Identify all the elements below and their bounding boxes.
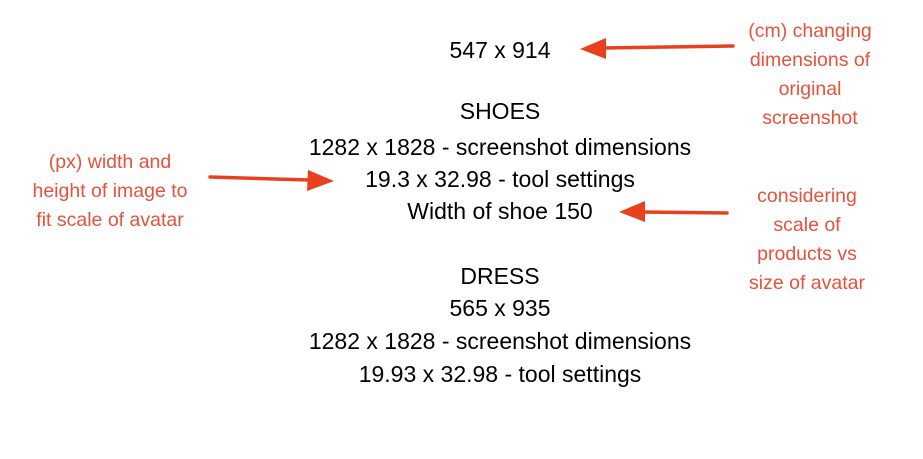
dress-heading: DRESS [460,263,540,289]
annotation-line: screenshot [762,107,858,129]
annotation-product-scale: considering scale of products vs size of… [712,182,902,298]
annotation-line: dimensions of [749,49,871,71]
annotation-line: fit scale of avatar [36,209,184,231]
annotation-line: (px) width and [48,151,172,173]
shoes-heading: SHOES [459,98,541,124]
shoes-tool-settings: 19.3 x 32.98 - tool settings [365,166,635,192]
shoes-screenshot-dimensions: 1282 x 1828 - screenshot dimensions [308,134,692,160]
arrow-to-shoe-width [619,201,729,222]
annotation-line: considering [757,185,857,207]
arrow-to-tool-settings [208,170,334,191]
annotation-px-width-height: (px) width and height of image to fit sc… [5,148,215,235]
annotation-line: height of image to [32,180,188,202]
annotation-line: scale of [773,214,841,236]
annotation-line: size of avatar [749,272,865,294]
arrow-to-top-dimensions [580,38,735,59]
annotation-line: products vs [757,243,857,265]
dress-tool-settings: 19.93 x 32.98 - tool settings [358,361,642,387]
annotation-line: (cm) changing [748,20,872,42]
shoes-width: Width of shoe 150 [407,198,593,224]
dress-dimensions: 565 x 935 [449,295,551,321]
annotation-line: original [778,78,842,100]
dress-screenshot-dimensions: 1282 x 1828 - screenshot dimensions [308,328,692,354]
annotation-cm-dimensions: (cm) changing dimensions of original scr… [715,17,905,133]
top-dimensions: 547 x 914 [449,37,551,63]
